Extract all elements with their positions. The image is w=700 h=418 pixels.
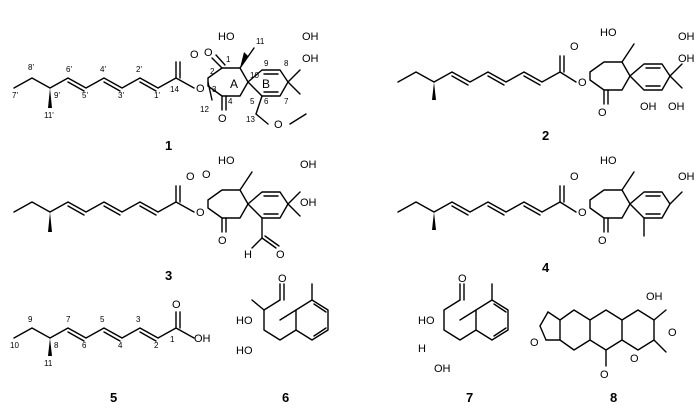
compound-label-6: 6 [282,390,289,405]
atom-oh: OH [300,197,317,209]
atom-number: 2 [210,67,215,76]
atom-o: O [218,113,227,125]
atom-number: 9' [54,91,60,100]
atom-number: 10 [250,71,259,80]
atom-number: 8' [28,63,34,72]
atom-number: 7' [12,91,18,100]
compound-6: O HO HO 6 [236,273,329,405]
atom-o: O [274,119,283,131]
atom-number: 8 [284,59,289,68]
atom-o: O [186,171,195,183]
atom-number: 6 [264,97,269,106]
atom-oh: OH [678,171,695,183]
atom-number: 11 [44,359,53,368]
atom-oh: OH [302,31,319,43]
atom-number: 4 [118,341,123,350]
compound-8: O OH O O O 8 [530,291,677,405]
compound-label-4: 4 [542,260,550,275]
atom-o: O [630,353,639,365]
atom-o: O [458,273,467,285]
atom-number: 11' [44,111,54,120]
atom-number: 5 [100,315,105,324]
atom-o: O [196,207,205,219]
compound-label-7: 7 [466,390,473,405]
atom-number: 2 [154,341,159,350]
compound-label-8: 8 [610,390,617,405]
atom-oh: OH [300,159,317,171]
atom-o: O [598,235,607,247]
atom-number: 5 [250,97,255,106]
atom-number: 3 [136,315,141,324]
atom-ho: HO [218,31,235,43]
atom-number: 14 [170,85,179,94]
compound-label-2: 2 [542,128,549,143]
atom-number: 9 [28,315,33,324]
atom-o: O [578,77,587,89]
atom-oh: OH [646,291,663,303]
atom-number: 3' [118,91,124,100]
atom-ho: HO [218,155,235,167]
atom-number: 9 [264,59,269,68]
compound-label-1: 1 [165,138,172,153]
compound-label-5: 5 [110,390,117,405]
compound-label-3: 3 [165,268,172,283]
atom-o: O [598,107,607,119]
compound-4: O O O HO OH 4 [397,155,695,275]
atom-number: 7 [66,315,71,324]
atom-number: 12 [200,105,209,114]
atom-o: O [218,235,227,247]
atom-ho: HO [600,155,617,167]
atom-oh: OH [194,333,211,345]
atom-number: 1 [226,55,231,64]
atom-o: O [570,41,579,53]
atom-ho: HO [600,27,617,39]
atom-oh: OH [434,363,451,375]
atom-oh: OH [668,101,685,113]
atom-oh: OH [678,31,695,43]
atom-number: 11 [256,37,265,46]
atom-number: 1' [154,91,160,100]
atom-ho: HO [236,345,253,357]
atom-o: O [668,327,677,339]
atom-number: 7 [284,97,289,106]
atom-o: O [600,369,609,381]
atom-oh: OH [640,101,657,113]
compound-7: O HO H OH 7 [418,273,509,405]
atom-o: O [276,249,285,261]
atom-ho: HO [418,315,435,327]
atom-o: O [190,49,199,61]
ring-label-a: A [230,77,238,91]
ring-label-b: B [262,77,270,91]
atom-o: O [204,47,213,59]
atom-ho: HO [236,315,253,327]
compound-5: O OH 10 9 8 11 7 6 5 4 3 2 1 5 [10,299,211,405]
atom-number: 6' [66,65,72,74]
atom-number: 5' [82,91,88,100]
atom-o: O [530,337,539,349]
atom-h: H [418,343,426,355]
atom-o: O [196,83,205,95]
atom-number: 2' [136,65,142,74]
atom-o: O [172,299,181,311]
atom-number: 4' [100,65,106,74]
atom-number: 10 [10,341,19,350]
atom-h: H [244,249,252,261]
atom-oh: OH [302,53,319,65]
atom-oh: OH [678,53,695,65]
compound-3: O O O O HO OH OH H O 3 [13,155,317,283]
atom-number: 8 [54,341,59,350]
atom-number: 13 [246,115,255,124]
atom-o: O [202,169,211,181]
atom-number: 3 [212,85,217,94]
atom-number: 1 [170,335,175,344]
compound-1: A B O O O O HO OH OH O 7' 8' 9' 11' 6' 5… [12,31,319,153]
atom-o: O [578,207,587,219]
compound-2: O O O HO OH OH OH OH 2 [397,27,695,143]
atom-o: O [278,273,287,285]
atom-o: O [570,171,579,183]
atom-number: 6 [82,341,87,350]
atom-number: 4 [228,97,233,106]
